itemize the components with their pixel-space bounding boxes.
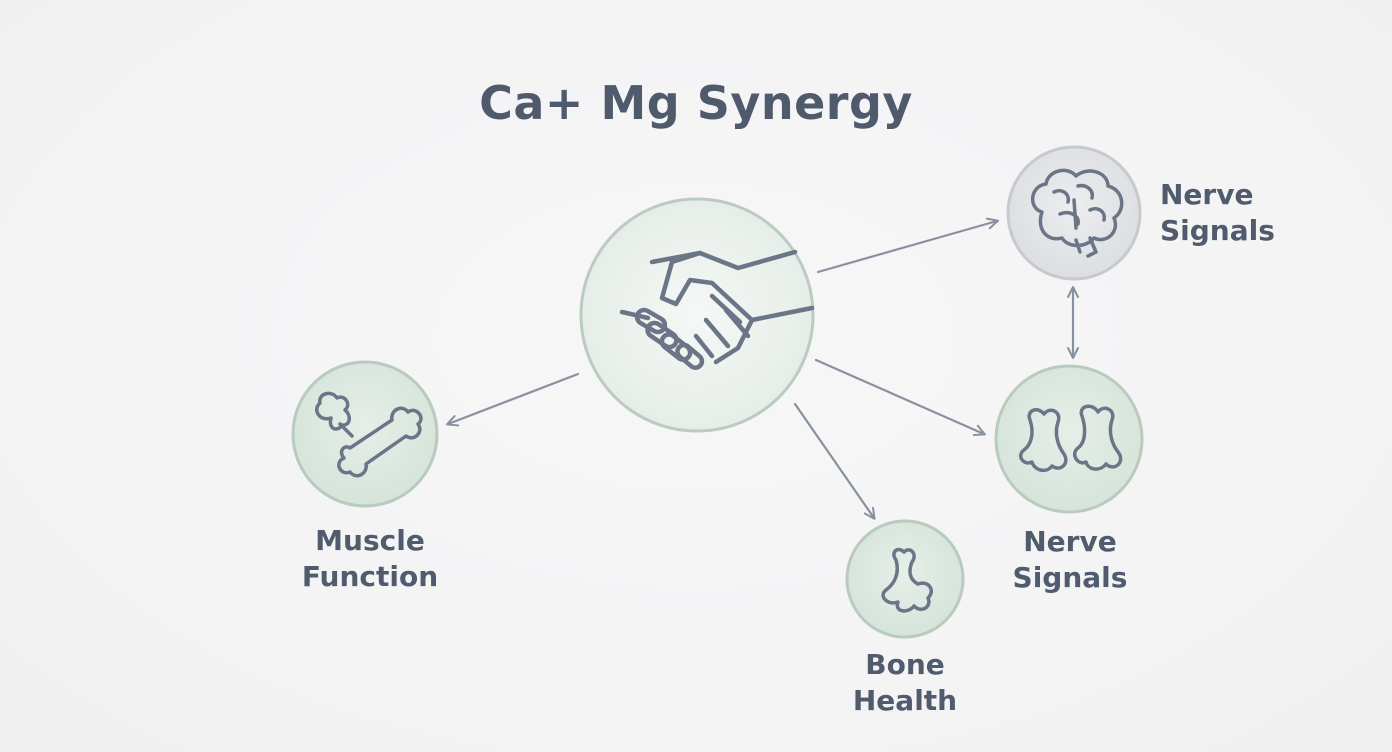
paired-bones-icon <box>1019 404 1123 473</box>
arrow-to-muscle <box>446 372 580 427</box>
nerve-bottom-label-line2: Signals <box>1012 561 1128 594</box>
bone-icon <box>315 391 423 478</box>
brain-icon <box>1031 168 1124 258</box>
center-node <box>579 197 815 433</box>
bone-icon <box>881 547 933 613</box>
bone-node <box>845 519 965 639</box>
arrow-to-bone <box>793 402 876 520</box>
bone-label-line2: Health <box>852 684 958 717</box>
bone-label-line1: Bone <box>865 648 945 681</box>
arrow-to-nerve-top <box>816 217 999 274</box>
connector-arrows <box>446 217 1079 520</box>
handshake-icon <box>619 249 815 370</box>
muscle-node <box>291 360 439 508</box>
diagram-title: Ca+ Mg Synergy <box>479 76 913 130</box>
nerve-bottom-label-line1: Nerve <box>1023 525 1117 558</box>
nerve-top-label: Nerve Signals <box>1160 177 1275 249</box>
bone-label: Bone Health <box>825 647 985 719</box>
nerve-top-label-line2: Signals <box>1160 214 1275 247</box>
nerve-top-label-line1: Nerve <box>1160 178 1254 211</box>
nerve-bottom-label: Nerve Signals <box>990 524 1150 596</box>
nerve-bottom-node <box>994 364 1144 514</box>
nerve-top-node <box>1006 145 1142 281</box>
muscle-label-line2: Function <box>301 560 439 593</box>
muscle-label-line1: Muscle <box>315 524 425 557</box>
arrow-to-nerve-bottom <box>814 358 986 436</box>
muscle-label: Muscle Function <box>280 523 460 595</box>
